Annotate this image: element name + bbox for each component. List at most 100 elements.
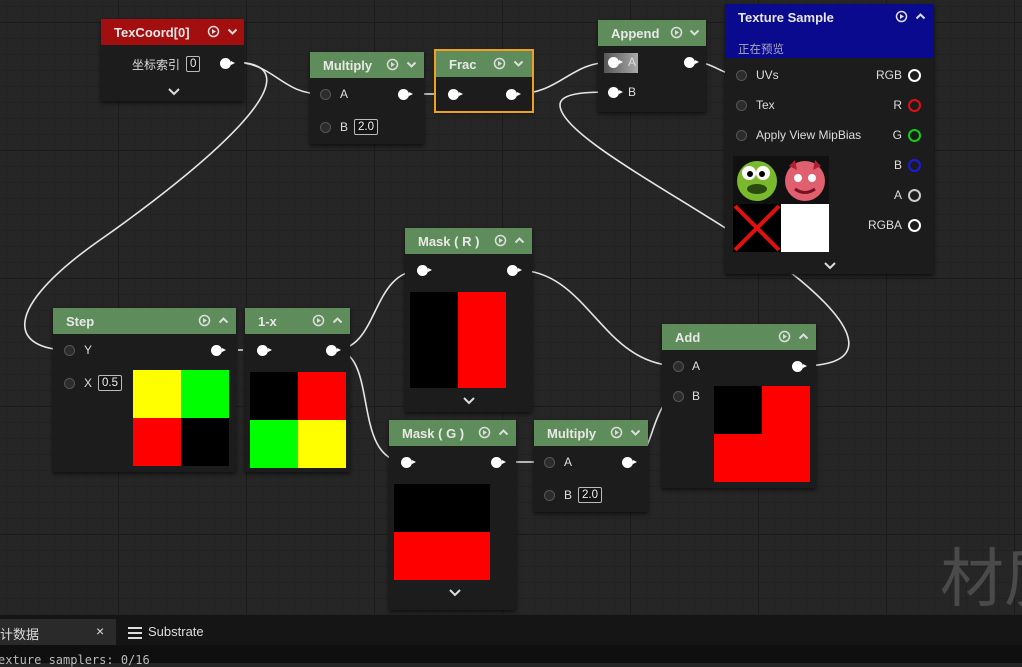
node-title: Texture Sample [738,10,834,25]
close-icon[interactable]: × [96,623,105,639]
collapse-chevron-up-icon[interactable] [331,314,344,327]
collapse-chevron-icon[interactable] [405,58,418,71]
preview-toggle-icon[interactable] [312,314,325,327]
output-pin[interactable] [398,89,413,100]
collapse-chevron-icon[interactable] [226,25,239,38]
collapse-chevron-up-icon[interactable] [217,314,230,327]
output-pin[interactable] [792,361,807,372]
expand-chevron-icon[interactable] [463,396,475,406]
collapse-chevron-icon[interactable] [688,26,701,39]
output-pin-r[interactable] [908,99,921,112]
expand-chevron-icon[interactable] [168,87,180,97]
node-header: TexCoord[0] [101,19,244,45]
node-mask-r[interactable]: Mask ( R ) [405,228,532,412]
preview-toggle-icon[interactable] [494,234,507,247]
pin-label-r: R [893,98,902,112]
pin-label-b: B [692,389,701,403]
output-pin-a[interactable] [908,189,921,202]
output-pin[interactable] [506,89,521,100]
input-pin[interactable] [257,345,272,356]
pin-label-a: A [564,455,573,469]
node-texture-sample[interactable]: Texture Sample 正在预览 UVs Tex Apply View M… [725,4,934,274]
input-pin-b[interactable] [320,122,331,133]
preview-toggle-icon[interactable] [207,25,220,38]
preview-toggle-icon[interactable] [198,314,211,327]
expand-chevron-icon[interactable] [449,588,461,598]
preview-toggle-icon[interactable] [895,10,908,23]
output-pin[interactable] [622,457,637,468]
input-pin-y[interactable] [64,345,75,356]
collapse-chevron-icon[interactable] [629,426,642,439]
input-pin-b[interactable] [673,391,684,402]
tab-stats-label: 计数据 [0,627,40,642]
input-pin-tex[interactable] [736,100,747,111]
coordinate-index-field[interactable]: 0 [186,56,201,72]
preview-toggle-icon[interactable] [670,26,683,39]
input-pin-a[interactable] [608,57,623,68]
output-pin[interactable] [220,58,235,69]
b-value-field[interactable]: 2.0 [578,487,603,503]
collapse-chevron-up-icon[interactable] [497,426,510,439]
node-header: Multiply [310,52,424,78]
node-header: 1-x [245,308,350,334]
node-header: Add [662,324,816,350]
tab-substrate-label: Substrate [148,624,204,639]
output-pin-b[interactable] [908,159,921,172]
b-value-field[interactable]: 2.0 [354,119,379,135]
node-frac[interactable]: Frac [434,49,534,113]
output-pin[interactable] [684,57,699,68]
node-add[interactable]: Add A B [662,324,816,488]
output-pin[interactable] [507,265,522,276]
preview-toggle-icon[interactable] [386,58,399,71]
node-mask-g[interactable]: Mask ( G ) [389,420,516,610]
expand-chevron-icon[interactable] [824,261,836,271]
pin-label-b: B [893,158,902,172]
collapse-chevron-up-icon[interactable] [513,234,526,247]
output-pin[interactable] [211,345,226,356]
input-pin-b[interactable] [544,490,555,501]
preview-toggle-icon[interactable] [610,426,623,439]
output-pin-rgb[interactable] [908,69,921,82]
input-pin-uvs[interactable] [736,70,747,81]
preview-toggle-icon[interactable] [478,426,491,439]
node-title: Frac [449,56,477,72]
node-header: Mask ( G ) [389,420,516,446]
x-value-field[interactable]: 0.5 [98,375,123,391]
node-texcoord[interactable]: TexCoord[0] 坐标索引 0 [101,19,244,101]
material-graph-canvas[interactable]: TexCoord[0] 坐标索引 0 Multiply A B 2.0 Frac [0,0,1022,615]
input-pin-mipbias[interactable] [736,130,747,141]
input-pin-a[interactable] [320,89,331,100]
input-pin[interactable] [448,89,463,100]
node-title: Mask ( G ) [402,425,465,441]
node-append[interactable]: Append A B [598,20,706,112]
input-pin-a[interactable] [673,361,684,372]
preview-toggle-icon[interactable] [778,330,791,343]
bottom-panel: 计数据 × Substrate exture samplers: 0/16 [0,615,1022,667]
collapse-chevron-icon[interactable] [512,57,525,70]
preview-toggle-icon[interactable] [493,57,506,70]
output-pin-rgba[interactable] [908,219,921,232]
collapse-chevron-up-icon[interactable] [797,330,810,343]
step-preview [133,370,229,466]
add-preview [714,386,810,482]
node-one-minus[interactable]: 1-x [245,308,350,472]
texture-preview-image [733,156,829,252]
node-multiply-2[interactable]: Multiply A B 2.0 [534,420,648,512]
collapse-chevron-up-icon[interactable] [914,10,927,23]
output-pin-g[interactable] [908,129,921,142]
output-pin[interactable] [326,345,341,356]
graph-watermark: 材质 [940,543,1022,615]
node-header: Step [53,308,236,334]
pin-label-a: A [692,359,701,373]
input-pin-x[interactable] [64,378,75,389]
input-pin-a[interactable] [544,457,555,468]
pin-label-y: Y [84,343,93,357]
input-pin-b[interactable] [608,87,623,98]
pin-label-rgba: RGBA [867,218,902,232]
tab-stats[interactable]: 计数据 × [0,619,116,645]
node-step[interactable]: Step Y X 0.5 [53,308,236,472]
input-pin[interactable] [401,457,416,468]
output-pin[interactable] [491,457,506,468]
input-pin[interactable] [417,265,432,276]
node-multiply-1[interactable]: Multiply A B 2.0 [310,52,424,144]
